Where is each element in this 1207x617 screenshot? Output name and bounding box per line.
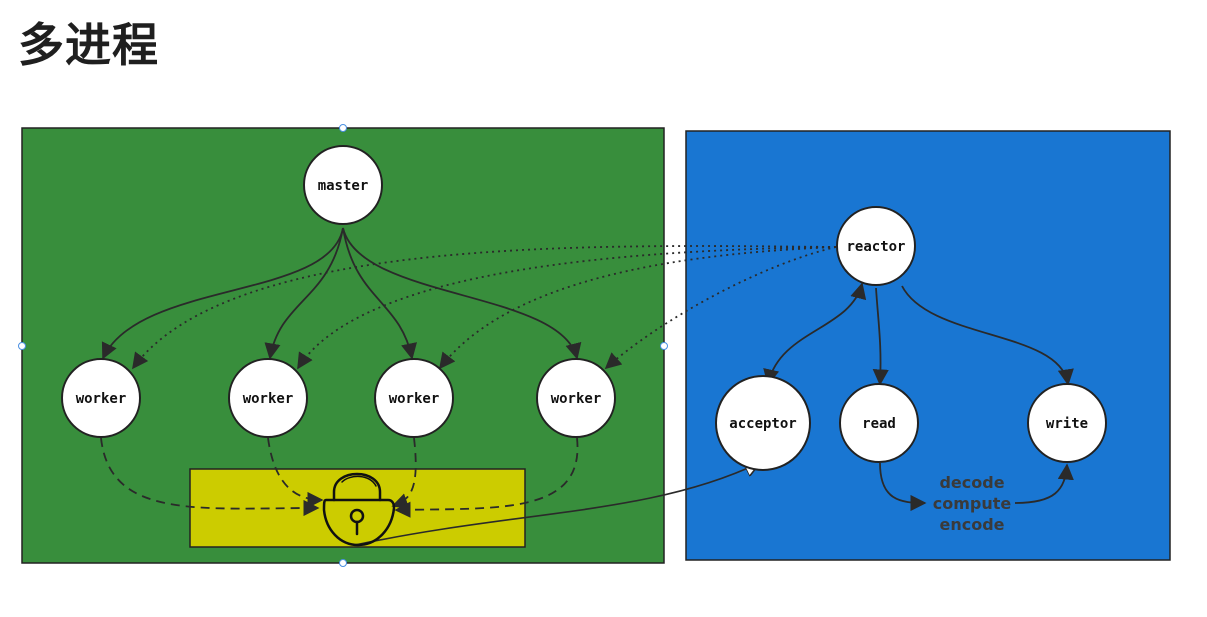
lock-panel <box>189 468 526 548</box>
reactor-to-worker-edge <box>604 246 837 370</box>
worker-to-lock-edge <box>394 437 579 518</box>
reactor-panel <box>685 130 1171 561</box>
page-title: 多进程 <box>18 18 159 72</box>
selection-handle[interactable] <box>660 342 668 350</box>
worker-to-lock-edge <box>267 437 324 509</box>
selection-handle[interactable] <box>339 559 347 567</box>
worker-label: worker <box>243 391 294 407</box>
read-node[interactable]: read <box>839 383 919 463</box>
reactor-to-read-edge <box>872 287 889 386</box>
reactor-to-worker-edge <box>439 246 837 370</box>
read-label: read <box>862 416 896 432</box>
worker-node[interactable]: worker <box>228 358 308 438</box>
acceptor-label: acceptor <box>729 416 796 432</box>
worker-label: worker <box>76 391 127 407</box>
worker-label: worker <box>551 391 602 407</box>
worker-to-lock-edge <box>391 437 417 509</box>
master-to-worker-edge <box>101 227 344 360</box>
reactor-acceptor-edge <box>763 282 867 386</box>
write-label: write <box>1046 416 1088 432</box>
step-decode-label: decode <box>939 473 1004 492</box>
reactor-to-write-edge <box>901 285 1074 386</box>
master-to-worker-edge <box>342 227 417 360</box>
selection-handle[interactable] <box>18 342 26 350</box>
worker-label: worker <box>389 391 440 407</box>
master-node[interactable]: master <box>303 145 383 225</box>
master-to-worker-edge <box>264 227 344 360</box>
master-label: master <box>318 178 369 194</box>
acceptor-node[interactable]: acceptor <box>715 375 811 471</box>
worker-node[interactable]: worker <box>374 358 454 438</box>
reactor-to-worker-edge <box>132 245 837 370</box>
worker-node[interactable]: worker <box>61 358 141 438</box>
padlock-icon <box>322 472 396 547</box>
reactor-node[interactable]: reactor <box>836 206 916 286</box>
master-to-worker-edge <box>342 227 582 360</box>
worker-node[interactable]: worker <box>536 358 616 438</box>
process-to-write-edge <box>1014 463 1074 504</box>
step-compute-label: compute <box>933 494 1012 513</box>
step-encode-label: encode <box>939 515 1004 534</box>
write-node[interactable]: write <box>1027 383 1107 463</box>
read-to-process-edge <box>879 462 927 512</box>
selection-handle[interactable] <box>339 124 347 132</box>
reactor-label: reactor <box>846 239 905 255</box>
lock-to-acceptor-edge <box>354 463 759 546</box>
